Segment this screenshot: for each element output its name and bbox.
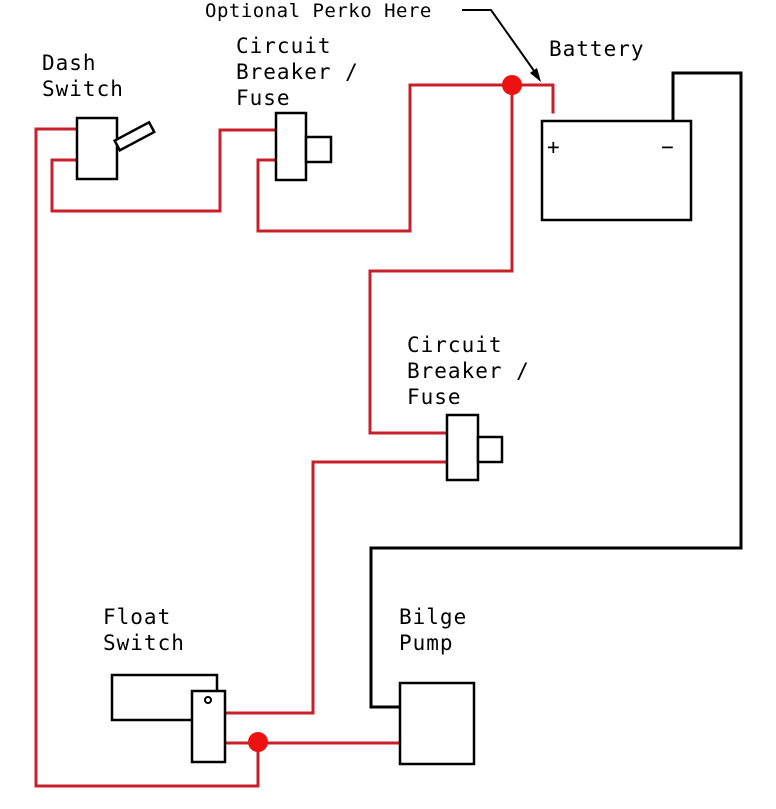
pump-junction-dot[interactable] [248,732,268,752]
dash-switch-body [75,116,119,181]
perko-note-label: Optional Perko Here [205,0,432,22]
breaker-top-label: Circuit Breaker / Fuse [236,34,372,110]
perko-leader [462,9,541,82]
wire-top-breaker-to-dash-switch [50,128,278,213]
circuit-breaker-top[interactable] [274,111,333,182]
circuit-breaker-mid[interactable] [445,413,504,482]
wire-dash-switch-to-pump-junction [34,127,260,788]
dash-switch-label: Dash Switch [42,51,124,101]
bilge-pump[interactable] [398,681,476,766]
perko-junction-dot[interactable] [502,75,522,95]
breaker-mid-label: Circuit Breaker / Fuse [407,333,543,409]
wire-battery-to-perko [510,83,555,114]
battery-body [540,119,693,222]
float-switch[interactable] [110,673,227,764]
breaker-mid-reset-button[interactable] [476,435,504,464]
breaker-top-reset-button[interactable] [304,135,333,164]
dash-switch-toggle[interactable] [112,120,156,152]
bilge-pump-label: Bilge Pump [399,605,481,655]
battery[interactable]: + − [540,119,693,222]
float-switch-label: Float Switch [103,605,185,655]
float-switch-pivot-icon [204,696,212,704]
wire-mid-breaker-to-float-switch [223,460,449,715]
positive-wires [34,83,555,788]
breaker-top-body [274,111,308,182]
battery-positive-terminal: + [547,135,561,159]
dash-switch[interactable] [75,116,156,181]
float-switch-body [190,689,227,764]
battery-negative-terminal: − [661,135,675,159]
wire-pump-to-battery-negative [369,71,743,709]
wire-perko-to-top-breaker [256,83,514,233]
bilge-pump-body [398,681,476,766]
battery-label: Battery [549,37,645,61]
wire-perko-to-mid-breaker [368,83,514,435]
breaker-mid-body [445,413,480,482]
